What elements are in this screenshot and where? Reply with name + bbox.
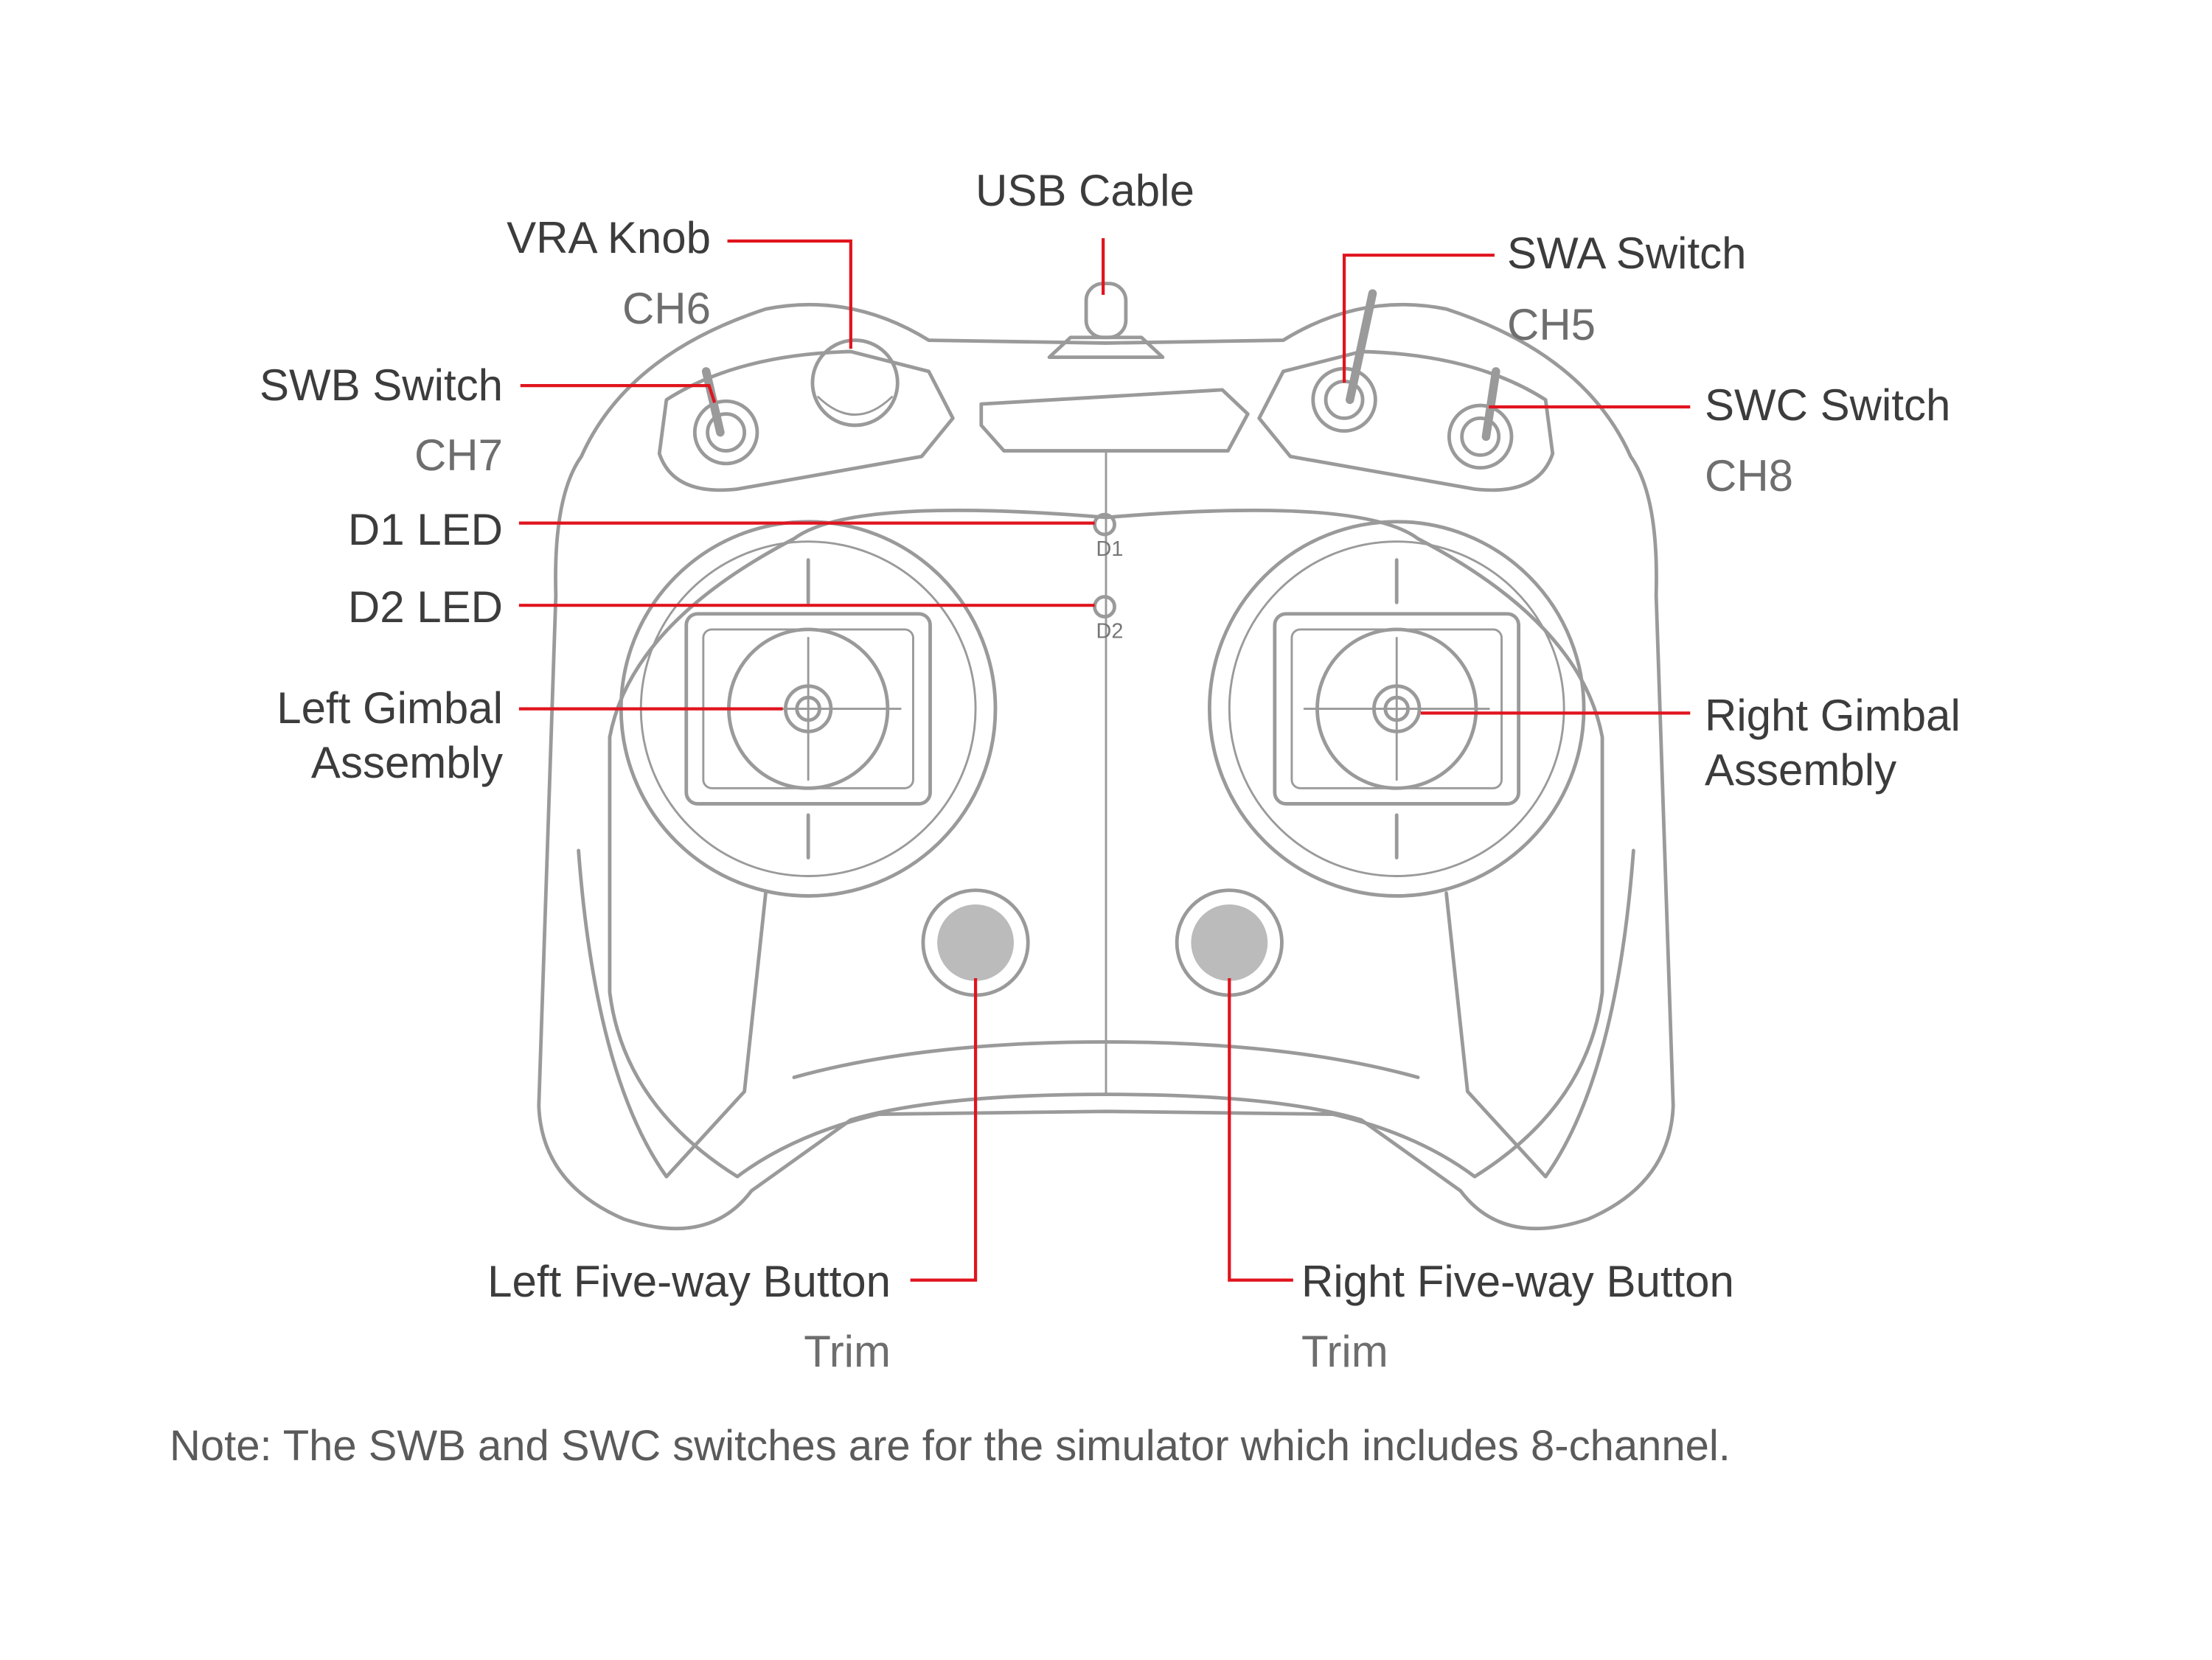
right-five-way-function-label: Trim bbox=[1301, 1327, 1388, 1376]
right-five-way-button bbox=[1191, 904, 1268, 981]
vra-knob-body bbox=[810, 338, 900, 428]
right-gimbal-label-line1: Right Gimbal bbox=[1705, 691, 1961, 740]
right-gimbal-label-line2: Assembly bbox=[1705, 745, 1897, 795]
d2-marking: D2 bbox=[1096, 619, 1124, 643]
d1-marking: D1 bbox=[1096, 537, 1124, 561]
left-five-way-label: Left Five-way Button bbox=[487, 1257, 891, 1306]
swb-switch-label: SWB Switch bbox=[259, 360, 503, 410]
swb-channel-label: CH7 bbox=[414, 430, 503, 480]
center-slot bbox=[979, 388, 1250, 453]
right-five-way-callout bbox=[1228, 977, 1293, 1282]
d2-led-dot bbox=[1093, 595, 1116, 618]
left-five-way-callout bbox=[910, 977, 978, 1282]
usb-connector bbox=[1047, 335, 1165, 360]
right-five-way-label: Right Five-way Button bbox=[1301, 1257, 1734, 1306]
right-gimbal bbox=[1207, 520, 1586, 898]
right-grip-detail bbox=[1444, 848, 1635, 1179]
swc-switch-label: SWC Switch bbox=[1705, 380, 1951, 430]
swc-switch-base bbox=[1447, 403, 1514, 470]
vra-channel-label: CH6 bbox=[622, 284, 711, 333]
vra-callout bbox=[727, 239, 852, 349]
swa-channel-label: CH5 bbox=[1507, 300, 1596, 349]
left-grip-detail bbox=[577, 848, 768, 1179]
left-five-way-function-label: Trim bbox=[804, 1327, 891, 1376]
left-top-panel bbox=[657, 349, 955, 492]
swa-switch-label: SWA Switch bbox=[1507, 229, 1747, 278]
inner-panel bbox=[608, 508, 1604, 1179]
d1-led-label: D1 LED bbox=[347, 505, 503, 554]
swa-callout bbox=[1342, 254, 1495, 383]
usb-cable-label: USB Cable bbox=[975, 166, 1194, 215]
left-five-way-button bbox=[937, 904, 1014, 981]
left-gimbal-label-line1: Left Gimbal bbox=[276, 683, 503, 733]
vra-knob-label: VRA Knob bbox=[507, 213, 711, 262]
d2-led-label: D2 LED bbox=[347, 582, 503, 632]
usb-plug bbox=[1084, 282, 1128, 340]
footnote: Note: The SWB and SWC switches are for t… bbox=[170, 1422, 1731, 1470]
swb-callout bbox=[520, 384, 717, 403]
left-gimbal-label-line2: Assembly bbox=[310, 738, 503, 787]
swb-switch-base bbox=[692, 399, 759, 466]
callout-lines bbox=[518, 238, 1691, 1282]
swc-channel-label: CH8 bbox=[1705, 451, 1794, 501]
